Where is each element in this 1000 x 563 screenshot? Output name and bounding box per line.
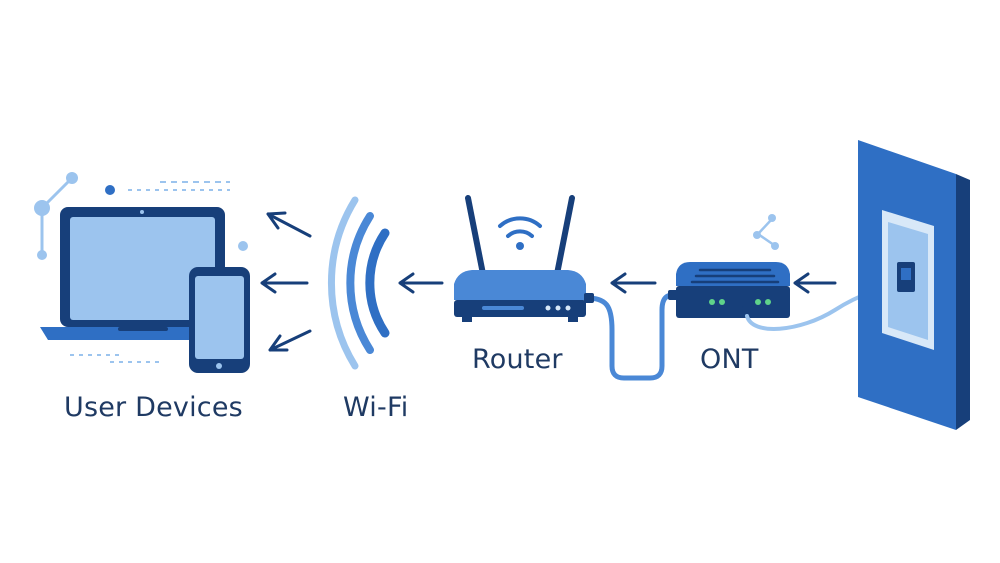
router-label: Router xyxy=(472,344,563,375)
wifi-label: Wi-Fi xyxy=(343,392,409,423)
arrow-wall-to-ont xyxy=(793,272,837,294)
wall-fiber-outlet-icon xyxy=(858,140,970,430)
arrow-ont-to-router xyxy=(610,272,657,294)
arrow-up-left xyxy=(266,211,312,238)
user-devices-label: User Devices xyxy=(64,392,243,423)
smartphone-icon xyxy=(189,267,250,373)
ont-modem-icon xyxy=(668,262,790,318)
arrow-down-left xyxy=(268,329,312,352)
share-nodes-decoration xyxy=(753,214,779,250)
router-cable-plug xyxy=(584,293,594,303)
arrow-router-to-wifi xyxy=(398,272,444,294)
ethernet-cable xyxy=(583,291,683,381)
arrow-left xyxy=(260,272,309,294)
wifi-waves-icon xyxy=(328,196,390,370)
arrows-to-devices xyxy=(260,211,312,352)
router-icon xyxy=(454,195,586,322)
network-nodes-decoration xyxy=(34,172,248,363)
ont-label: ONT xyxy=(700,344,759,375)
